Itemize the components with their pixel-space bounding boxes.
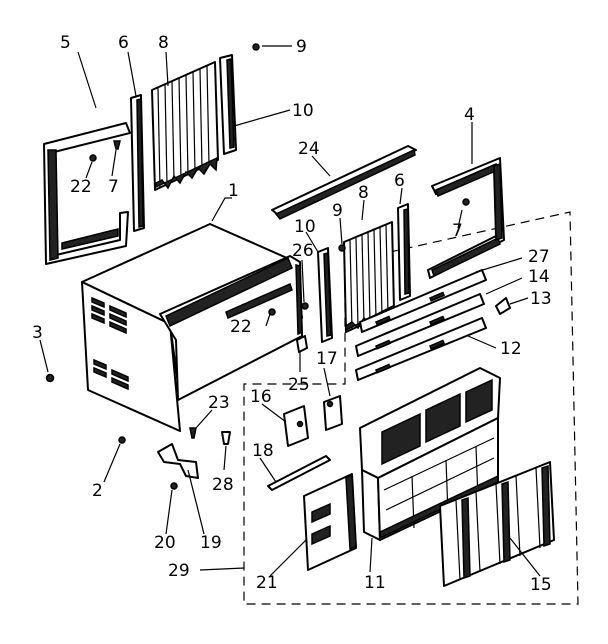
right-side-frame-part-4 <box>427 157 505 279</box>
leader-1 <box>211 197 232 222</box>
filter-rails-parts-27-14-12 <box>355 269 487 381</box>
callout-12: 12 <box>500 339 522 359</box>
callout-26: 26 <box>292 241 314 261</box>
callout-16: 16 <box>250 387 272 407</box>
callout-22: 22 <box>230 317 252 337</box>
screw-23 <box>189 427 197 439</box>
screw-7-lower <box>462 198 470 206</box>
callout-21: 21 <box>256 573 278 593</box>
callout-2: 2 <box>92 481 103 501</box>
callout-18: 18 <box>252 441 274 461</box>
cabinet-part-1 <box>81 223 303 432</box>
control-part-17 <box>323 395 343 431</box>
top-angle-part-24 <box>271 145 417 220</box>
callout-28: 28 <box>212 475 234 495</box>
side-panel-part-21 <box>303 473 357 571</box>
callout-15: 15 <box>530 575 552 595</box>
callout-10: 10 <box>292 101 314 121</box>
callout-10: 10 <box>294 217 316 237</box>
bracket-25 <box>296 335 308 353</box>
callout-11: 11 <box>364 573 386 593</box>
callout-22: 22 <box>70 177 92 197</box>
right-curtain-guide-part-6 <box>397 203 411 301</box>
callout-17: 17 <box>316 349 338 369</box>
callout-leaders <box>39 45 541 577</box>
callout-13: 13 <box>530 289 552 309</box>
callout-25: 25 <box>288 375 310 395</box>
callout-7: 7 <box>108 177 119 197</box>
callout-7: 7 <box>452 221 463 241</box>
callout-6: 6 <box>394 171 405 191</box>
callout-4: 4 <box>464 105 475 125</box>
hinge-part-18 <box>267 455 331 491</box>
callout-5: 5 <box>60 33 71 53</box>
callout-1: 1 <box>228 181 239 201</box>
left-curtain-guide-part-6 <box>130 94 145 232</box>
clip-part-13 <box>495 297 511 315</box>
screw-20 <box>170 482 178 490</box>
left-side-frame-part-5 <box>43 122 131 265</box>
accordion-curtain-upper-part-8 <box>151 61 219 191</box>
callout-6: 6 <box>118 33 129 53</box>
screw-26 <box>301 302 309 310</box>
curtain-retainer-lower-part-10 <box>317 247 333 343</box>
control-box-part-16 <box>283 405 309 447</box>
screw-22-lower <box>268 308 276 316</box>
bracket-part-19 <box>157 443 199 479</box>
screw-7-upper <box>113 140 121 150</box>
screw-28 <box>221 431 231 445</box>
callout-19: 19 <box>200 533 222 553</box>
callout-27: 27 <box>528 247 550 267</box>
screw-9-upper <box>252 43 260 51</box>
callout-8: 8 <box>358 183 369 203</box>
callout-29: 29 <box>168 561 190 581</box>
callout-8: 8 <box>158 33 169 53</box>
callout-9: 9 <box>296 37 307 57</box>
screw-2 <box>118 436 126 444</box>
callout-3: 3 <box>32 323 43 343</box>
callout-9: 9 <box>332 201 343 221</box>
front-panel-part-15 <box>439 461 555 587</box>
screw-3 <box>45 373 55 383</box>
callout-24: 24 <box>298 139 320 159</box>
subassembly-boundary <box>243 211 579 605</box>
curtain-retainer-upper-part-10 <box>219 54 237 155</box>
callout-14: 14 <box>528 267 550 287</box>
front-grille-part-11 <box>359 367 501 541</box>
callout-23: 23 <box>208 393 230 413</box>
screw-9-lower <box>338 244 346 252</box>
screw-22-upper <box>89 154 97 162</box>
callout-20: 20 <box>154 533 176 553</box>
